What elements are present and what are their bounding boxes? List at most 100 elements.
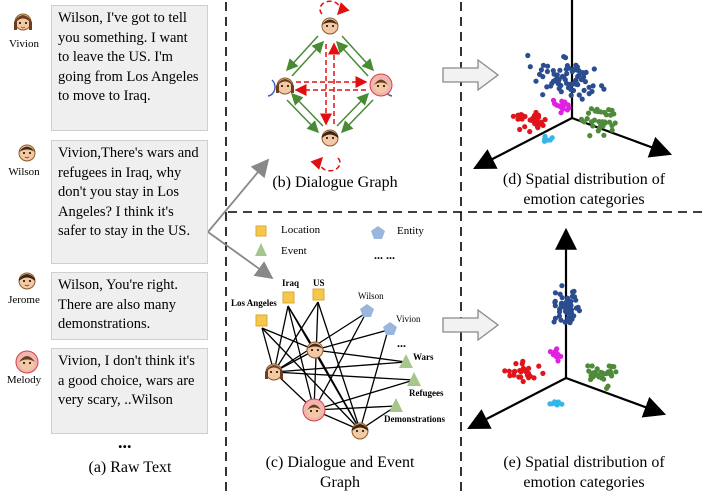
scatter-e-point-magenta: [555, 351, 561, 357]
scatter-d-point-green: [611, 111, 617, 117]
speaker-name-wilson: Wilson: [8, 166, 40, 178]
scatter-d-point-blue: [564, 71, 570, 77]
scatter-d-point-red: [522, 113, 528, 120]
arrow-to-dialogue-graph: [207, 158, 270, 233]
scatter-e-point-red: [518, 369, 524, 375]
scatter-d-point-blue: [570, 87, 577, 94]
location-node-us: [312, 288, 325, 301]
scatter-d-point-blue: [561, 54, 567, 60]
scatter-e-point-blue: [562, 319, 568, 325]
scatter-d-point-blue: [581, 87, 587, 93]
scatter-d-point-blue: [582, 70, 588, 76]
scatter-e-axis-left: [467, 377, 567, 430]
scatter-d-point-blue: [573, 79, 579, 85]
scatter-e-point-blue: [558, 317, 564, 323]
scatter-d-point-magenta: [559, 105, 566, 111]
event-node-wars: [399, 354, 413, 368]
avatar-jerome: [15, 268, 39, 299]
scatter-d-point-blue: [538, 67, 545, 73]
scatter-e-point-green: [588, 376, 594, 383]
event-label-refugees: Refugees: [409, 388, 444, 398]
avatar-wilson: [15, 140, 39, 171]
scatter-e-point-red: [519, 361, 525, 367]
entity-node-wilson: [360, 304, 374, 317]
scatter-d-point-blue: [533, 78, 539, 84]
scatter-d-point-blue: [579, 96, 585, 102]
arrow-to-event-graph: [207, 231, 274, 280]
utterance-vivion: Wilson, I've got to tell you something. …: [51, 5, 208, 131]
scatter-e-point-red: [511, 369, 517, 375]
scatter-d-point-blue: [555, 80, 561, 87]
scatter-d-point-blue: [525, 52, 531, 59]
caption-spatial-e-line2: emotion categories: [523, 474, 645, 491]
scatter-plot-e: [467, 227, 667, 430]
speaker-name-jerome: Jerome: [8, 294, 40, 306]
legend-location-icon: [255, 225, 267, 237]
scatter-d-point-blue: [575, 73, 581, 80]
scatter-d-point-green: [587, 133, 593, 139]
scatter-d-point-blue: [545, 63, 551, 69]
scatter-e-point-blue: [571, 294, 578, 300]
caption-spatial-d-line1: (d) Spatial distribution of: [502, 171, 666, 188]
caption-spatial-e-line1: (e) Spatial distribution of: [503, 454, 665, 471]
scatter-e-point-blue: [575, 304, 581, 310]
scatter-d-axis-right: [571, 116, 673, 158]
scatter-e-point-red: [527, 373, 533, 379]
scatter-d-point-red: [517, 126, 523, 133]
scatter-d-point-blue: [582, 79, 589, 85]
scatter-d-point-blue: [566, 65, 572, 71]
scatter-e-point-blue: [559, 283, 565, 289]
scatter-d-point-blue: [576, 92, 582, 98]
scatter-e-point-blue: [552, 298, 558, 304]
utterance-jerome: Wilson, You're right. There are also man…: [51, 272, 208, 340]
scatter-d-point-blue: [540, 74, 546, 80]
scatter-d-axis-left: [473, 117, 573, 170]
scatter-d-point-blue: [544, 84, 550, 90]
raw-text-ellipsis: ...: [118, 432, 132, 452]
event-node-refugees: [407, 372, 421, 386]
event-graph-speaker-1: [304, 338, 326, 367]
scatter-d-point-red: [515, 116, 521, 122]
legend-location-label: Location: [281, 224, 321, 236]
scatter-d-point-blue: [551, 71, 557, 77]
scatter-e-point-blue: [558, 300, 565, 306]
location-node-iraq: [282, 291, 295, 304]
scatter-e-point-red: [526, 365, 532, 371]
scatter-e-point-blue: [570, 289, 576, 295]
scatter-d-point-blue: [551, 78, 557, 84]
legend-entity-label: Entity: [397, 225, 424, 237]
scatter-d-point-blue: [568, 92, 574, 98]
scatter-e-point-blue: [565, 301, 571, 308]
scatter-d-point-blue: [568, 81, 574, 87]
scatter-e-point-blue: [556, 313, 563, 319]
scatter-d-point-green: [602, 120, 608, 126]
event-node-demonstrations: [389, 398, 403, 412]
scatter-d-point-blue: [601, 86, 607, 92]
scatter-e-point-green: [585, 363, 591, 369]
event-graph-speaker-2: [263, 360, 285, 389]
scatter-d-point-green: [578, 116, 585, 122]
scatter-d-point-blue: [590, 83, 596, 89]
entity-more: ...: [397, 336, 406, 350]
entity-label-vivion: Vivion: [396, 314, 421, 324]
scatter-d-point-blue: [589, 88, 595, 95]
scatter-e-point-green: [601, 376, 607, 382]
scatter-d-point-cyan: [542, 133, 548, 140]
caption-spatial-d-line2: emotion categories: [523, 191, 645, 208]
block-arrow-top: [442, 58, 500, 92]
scatter-d-point-green: [601, 109, 608, 116]
location-label-us: US: [313, 278, 325, 288]
scatter-d-point-magenta: [565, 102, 571, 108]
scatter-d-point-red: [527, 129, 533, 135]
scatter-e-point-cyan: [549, 401, 555, 407]
scatter-e-point-green: [604, 385, 610, 391]
scatter-e-point-red: [502, 368, 508, 374]
scatter-d-point-blue: [578, 77, 585, 83]
scatter-plot-d: [473, 0, 673, 170]
location-node-los-angeles: [255, 314, 268, 327]
scatter-d-point-green: [601, 132, 607, 138]
dialogue-node-right: [369, 73, 393, 102]
scatter-e-point-red: [540, 370, 546, 376]
